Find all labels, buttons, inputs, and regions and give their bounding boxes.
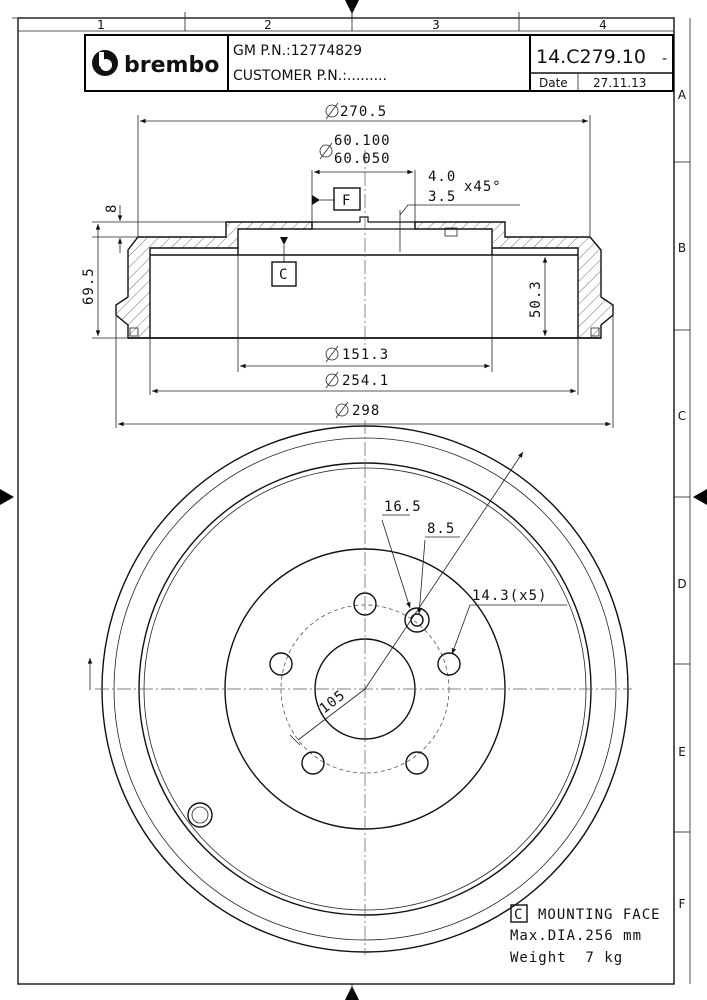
dim-chamfer-angle: x45°	[464, 179, 502, 195]
dim-bore-max: 60.100	[334, 133, 391, 149]
front-view	[87, 420, 632, 955]
dim-depth: 50.3	[528, 280, 544, 318]
gm-part-number: GM P.N.:12774829	[233, 43, 362, 59]
notes-datum-box	[510, 904, 528, 923]
date-label: Date	[539, 76, 568, 90]
dim-bore-min: 60.050	[334, 151, 391, 167]
dim-height: 69.5	[81, 267, 97, 305]
customer-part-number: CUSTOMER P.N.:.........	[233, 68, 387, 84]
notes-weight: Weight 7 kg	[510, 950, 623, 966]
dim-overall-top: 270.5	[340, 104, 387, 120]
frame-row-f: F	[679, 897, 686, 911]
dim-pilot: 151.3	[342, 347, 389, 363]
revision-mark: -	[662, 51, 667, 67]
frame-column-3: 3	[432, 18, 440, 32]
frame-column-1: 1	[97, 18, 105, 32]
date-value: 27.11.13	[593, 76, 646, 90]
drum-section-left	[115, 221, 313, 339]
brembo-logo-icon	[92, 50, 118, 76]
dim-stud-holes: 14.3(x5)	[472, 588, 547, 604]
section-view	[92, 115, 614, 428]
frame-row-d: D	[677, 577, 686, 591]
notes-mounting-face: MOUNTING FACE	[538, 907, 661, 923]
brand-name: brembo	[124, 53, 219, 78]
dim-hole-inner: 8.5	[427, 521, 455, 537]
frame-row-a: A	[678, 88, 687, 102]
title-block	[84, 34, 674, 92]
notes-datum-c: C	[514, 907, 523, 923]
frame-column-4: 4	[599, 18, 607, 32]
diameter-symbols	[319, 102, 349, 419]
dim-chamfer-b: 3.5	[428, 189, 456, 205]
notes-max-dia: Max.DIA.256 mm	[510, 928, 642, 944]
dim-chamfer-a: 4.0	[428, 169, 456, 185]
frame-column-2: 2	[264, 18, 272, 32]
dim-drum-inner: 254.1	[342, 373, 389, 389]
dim-outer: 298	[352, 403, 380, 419]
frame-row-e: E	[678, 745, 686, 759]
frame-row-c: C	[678, 409, 686, 423]
dim-hat: 8	[104, 204, 120, 213]
datum-f-label: F	[342, 193, 351, 209]
datum-c-label: C	[279, 267, 288, 283]
drum-section-right	[414, 221, 614, 339]
frame-row-b: B	[678, 241, 686, 255]
dim-hole-outer: 16.5	[384, 499, 422, 515]
drawing-number: 14.C279.10	[536, 46, 646, 68]
